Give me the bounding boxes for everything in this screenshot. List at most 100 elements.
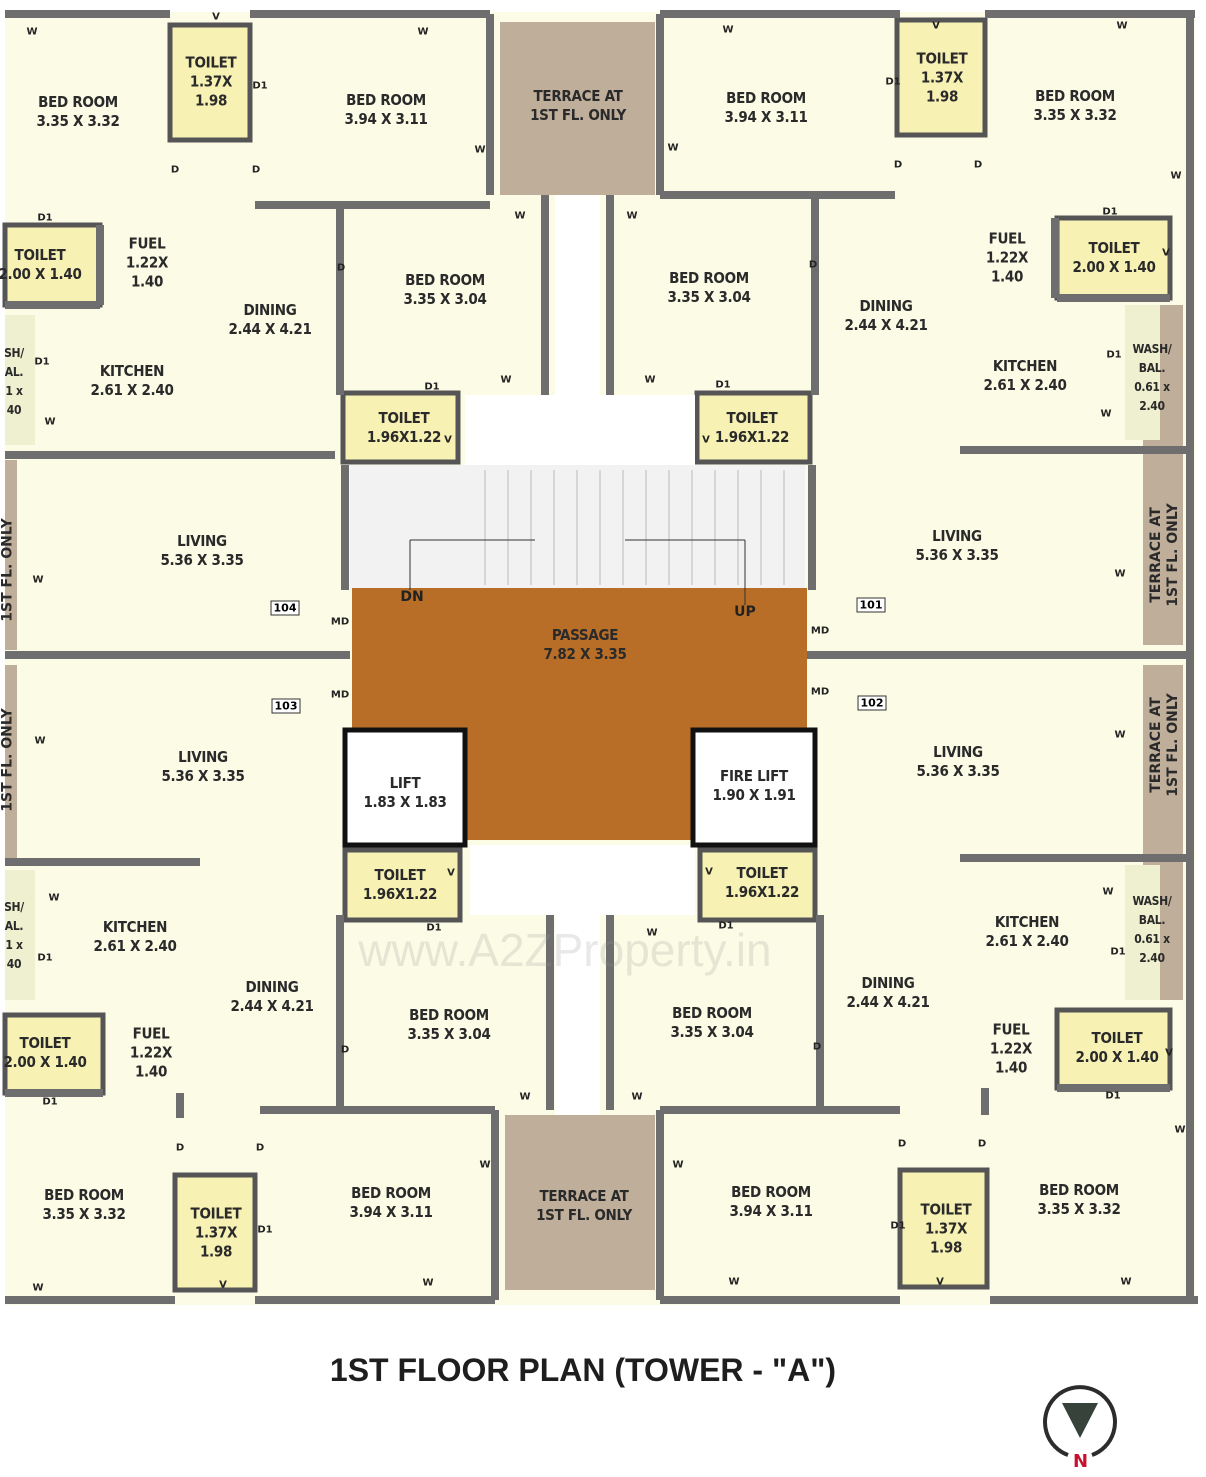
toilet-area xyxy=(340,390,461,465)
toilet-area xyxy=(897,1167,990,1290)
marker-d: D xyxy=(812,1041,822,1053)
marker-w: W xyxy=(626,210,638,222)
terrace-label: TERRACE AT 1ST FL. ONLY xyxy=(1148,693,1181,797)
marker-w: W xyxy=(519,1091,531,1103)
room-label: BED ROOM 3.35 X 3.04 xyxy=(667,269,751,306)
marker-w: W xyxy=(417,26,429,38)
fire-lift xyxy=(690,727,818,848)
marker-w: W xyxy=(32,574,44,586)
marker-d1: D1 xyxy=(37,212,53,224)
duct-top xyxy=(555,195,600,395)
room-label: TOILET 1.96X1.22 xyxy=(714,409,790,446)
wash-bal xyxy=(1125,865,1160,1000)
unit-number-104: 104 xyxy=(270,600,300,616)
staircase xyxy=(409,470,785,605)
room-label: BED ROOM 3.35 X 3.04 xyxy=(670,1004,754,1041)
marker-w: W xyxy=(1102,886,1114,898)
duct-bottom xyxy=(555,915,600,1115)
marker-v: V xyxy=(219,1279,227,1291)
room-label: FIRE LIFT 1.90 X 1.91 xyxy=(712,767,796,804)
stair-label-dn: DN xyxy=(400,589,424,605)
room-label: TOILET 2.00 X 1.40 xyxy=(1072,239,1156,276)
marker-md: MD xyxy=(810,625,830,637)
marker-d1: D1 xyxy=(1106,349,1122,361)
marker-v: V xyxy=(1165,1047,1173,1059)
marker-w: W xyxy=(672,1159,684,1171)
unit-number-103: 103 xyxy=(271,698,301,714)
terrace-left-lower xyxy=(5,665,17,860)
marker-d: D xyxy=(255,1142,265,1154)
marker-md: MD xyxy=(330,616,350,628)
marker-d: D xyxy=(808,259,818,271)
terrace-left-upper xyxy=(5,460,17,650)
terrace-label: 1ST FL. ONLY xyxy=(0,518,16,622)
room-label: BED ROOM 3.35 X 3.32 xyxy=(36,93,120,130)
room-label: LIVING 5.36 X 3.35 xyxy=(916,743,1000,780)
marker-w: W xyxy=(479,1159,491,1171)
room-label: FUEL 1.22X 1.40 xyxy=(989,1020,1033,1077)
marker-w: W xyxy=(728,1276,740,1288)
watermark: www.A2ZProperty.in xyxy=(358,924,772,976)
marker-w: W xyxy=(44,416,56,428)
room-label: TOILET 1.37X 1.98 xyxy=(920,1200,972,1257)
north-compass: N xyxy=(1040,1383,1120,1473)
room-label: BED ROOM 3.94 X 3.11 xyxy=(344,91,428,128)
marker-d1: D1 xyxy=(1105,1090,1121,1102)
toilet-area xyxy=(2,222,103,308)
unit-number-101: 101 xyxy=(856,597,886,613)
room-label: TOILET 1.37X 1.98 xyxy=(190,1204,242,1261)
marker-d: D xyxy=(251,164,261,176)
room-label: TOILET 2.00 X 1.40 xyxy=(1075,1029,1159,1066)
room-label: BED ROOM 3.35 X 3.04 xyxy=(407,1006,491,1043)
marker-d1: D1 xyxy=(257,1224,273,1236)
marker-w: W xyxy=(1116,20,1128,32)
room-label: TOILET 1.96X1.22 xyxy=(724,864,800,901)
marker-w: W xyxy=(667,142,679,154)
toilet-area xyxy=(697,847,818,923)
marker-d1: D1 xyxy=(885,76,901,88)
room-label: SH/ AL. 1 x 40 xyxy=(4,900,24,971)
marker-md: MD xyxy=(810,686,830,698)
room-label: BED ROOM 3.35 X 3.32 xyxy=(42,1186,126,1223)
room-label: TOILET 2.00 X 1.40 xyxy=(0,246,82,283)
room-label: LIVING 5.36 X 3.35 xyxy=(160,532,244,569)
marker-v: V xyxy=(936,1276,944,1288)
marker-d1: D1 xyxy=(715,379,731,391)
marker-w: W xyxy=(26,26,38,38)
toilet-area xyxy=(342,847,463,923)
marker-d1: D1 xyxy=(426,922,442,934)
room-label: TOILET 2.00 X 1.40 xyxy=(3,1034,87,1071)
marker-d: D xyxy=(973,159,983,171)
room-label: KITCHEN 2.61 X 2.40 xyxy=(90,362,174,399)
north-arrow-icon xyxy=(1043,1385,1117,1457)
room-label: FUEL 1.22X 1.40 xyxy=(125,234,169,291)
marker-d: D xyxy=(336,262,346,274)
terrace-label: TERRACE AT 1ST FL. ONLY xyxy=(1148,503,1181,607)
marker-d: D xyxy=(977,1138,987,1150)
marker-md: MD xyxy=(330,689,350,701)
marker-w: W xyxy=(1100,408,1112,420)
marker-d1: D1 xyxy=(424,381,440,393)
marker-w: W xyxy=(422,1277,434,1289)
marker-w: W xyxy=(1120,1276,1132,1288)
room-label: TOILET 1.96X1.22 xyxy=(366,409,442,446)
room-label: FUEL 1.22X 1.40 xyxy=(129,1024,173,1081)
marker-w: W xyxy=(32,1282,44,1294)
marker-v: V xyxy=(447,867,455,879)
room-label: TOILET 1.37X 1.98 xyxy=(185,53,237,110)
marker-w: W xyxy=(644,374,656,386)
room-label: BED ROOM 3.94 X 3.11 xyxy=(724,89,808,126)
room-label: BED ROOM 3.35 X 3.04 xyxy=(403,271,487,308)
room-label: LIVING 5.36 X 3.35 xyxy=(915,527,999,564)
marker-d: D xyxy=(893,159,903,171)
plan-title: 1ST FLOOR PLAN (TOWER - "A") xyxy=(329,1352,837,1388)
room-label: BED ROOM 3.94 X 3.11 xyxy=(349,1184,433,1221)
lift xyxy=(342,727,468,848)
compass-north-label: N xyxy=(1073,1451,1089,1472)
toilet-area xyxy=(2,1012,106,1096)
terrace-top xyxy=(500,22,655,195)
room-label: WASH/ BAL. 0.61 x 2.40 xyxy=(1132,342,1172,413)
room-label: DINING 2.44 X 4.21 xyxy=(844,297,928,334)
marker-d1: D1 xyxy=(1102,206,1118,218)
marker-w: W xyxy=(646,927,658,939)
